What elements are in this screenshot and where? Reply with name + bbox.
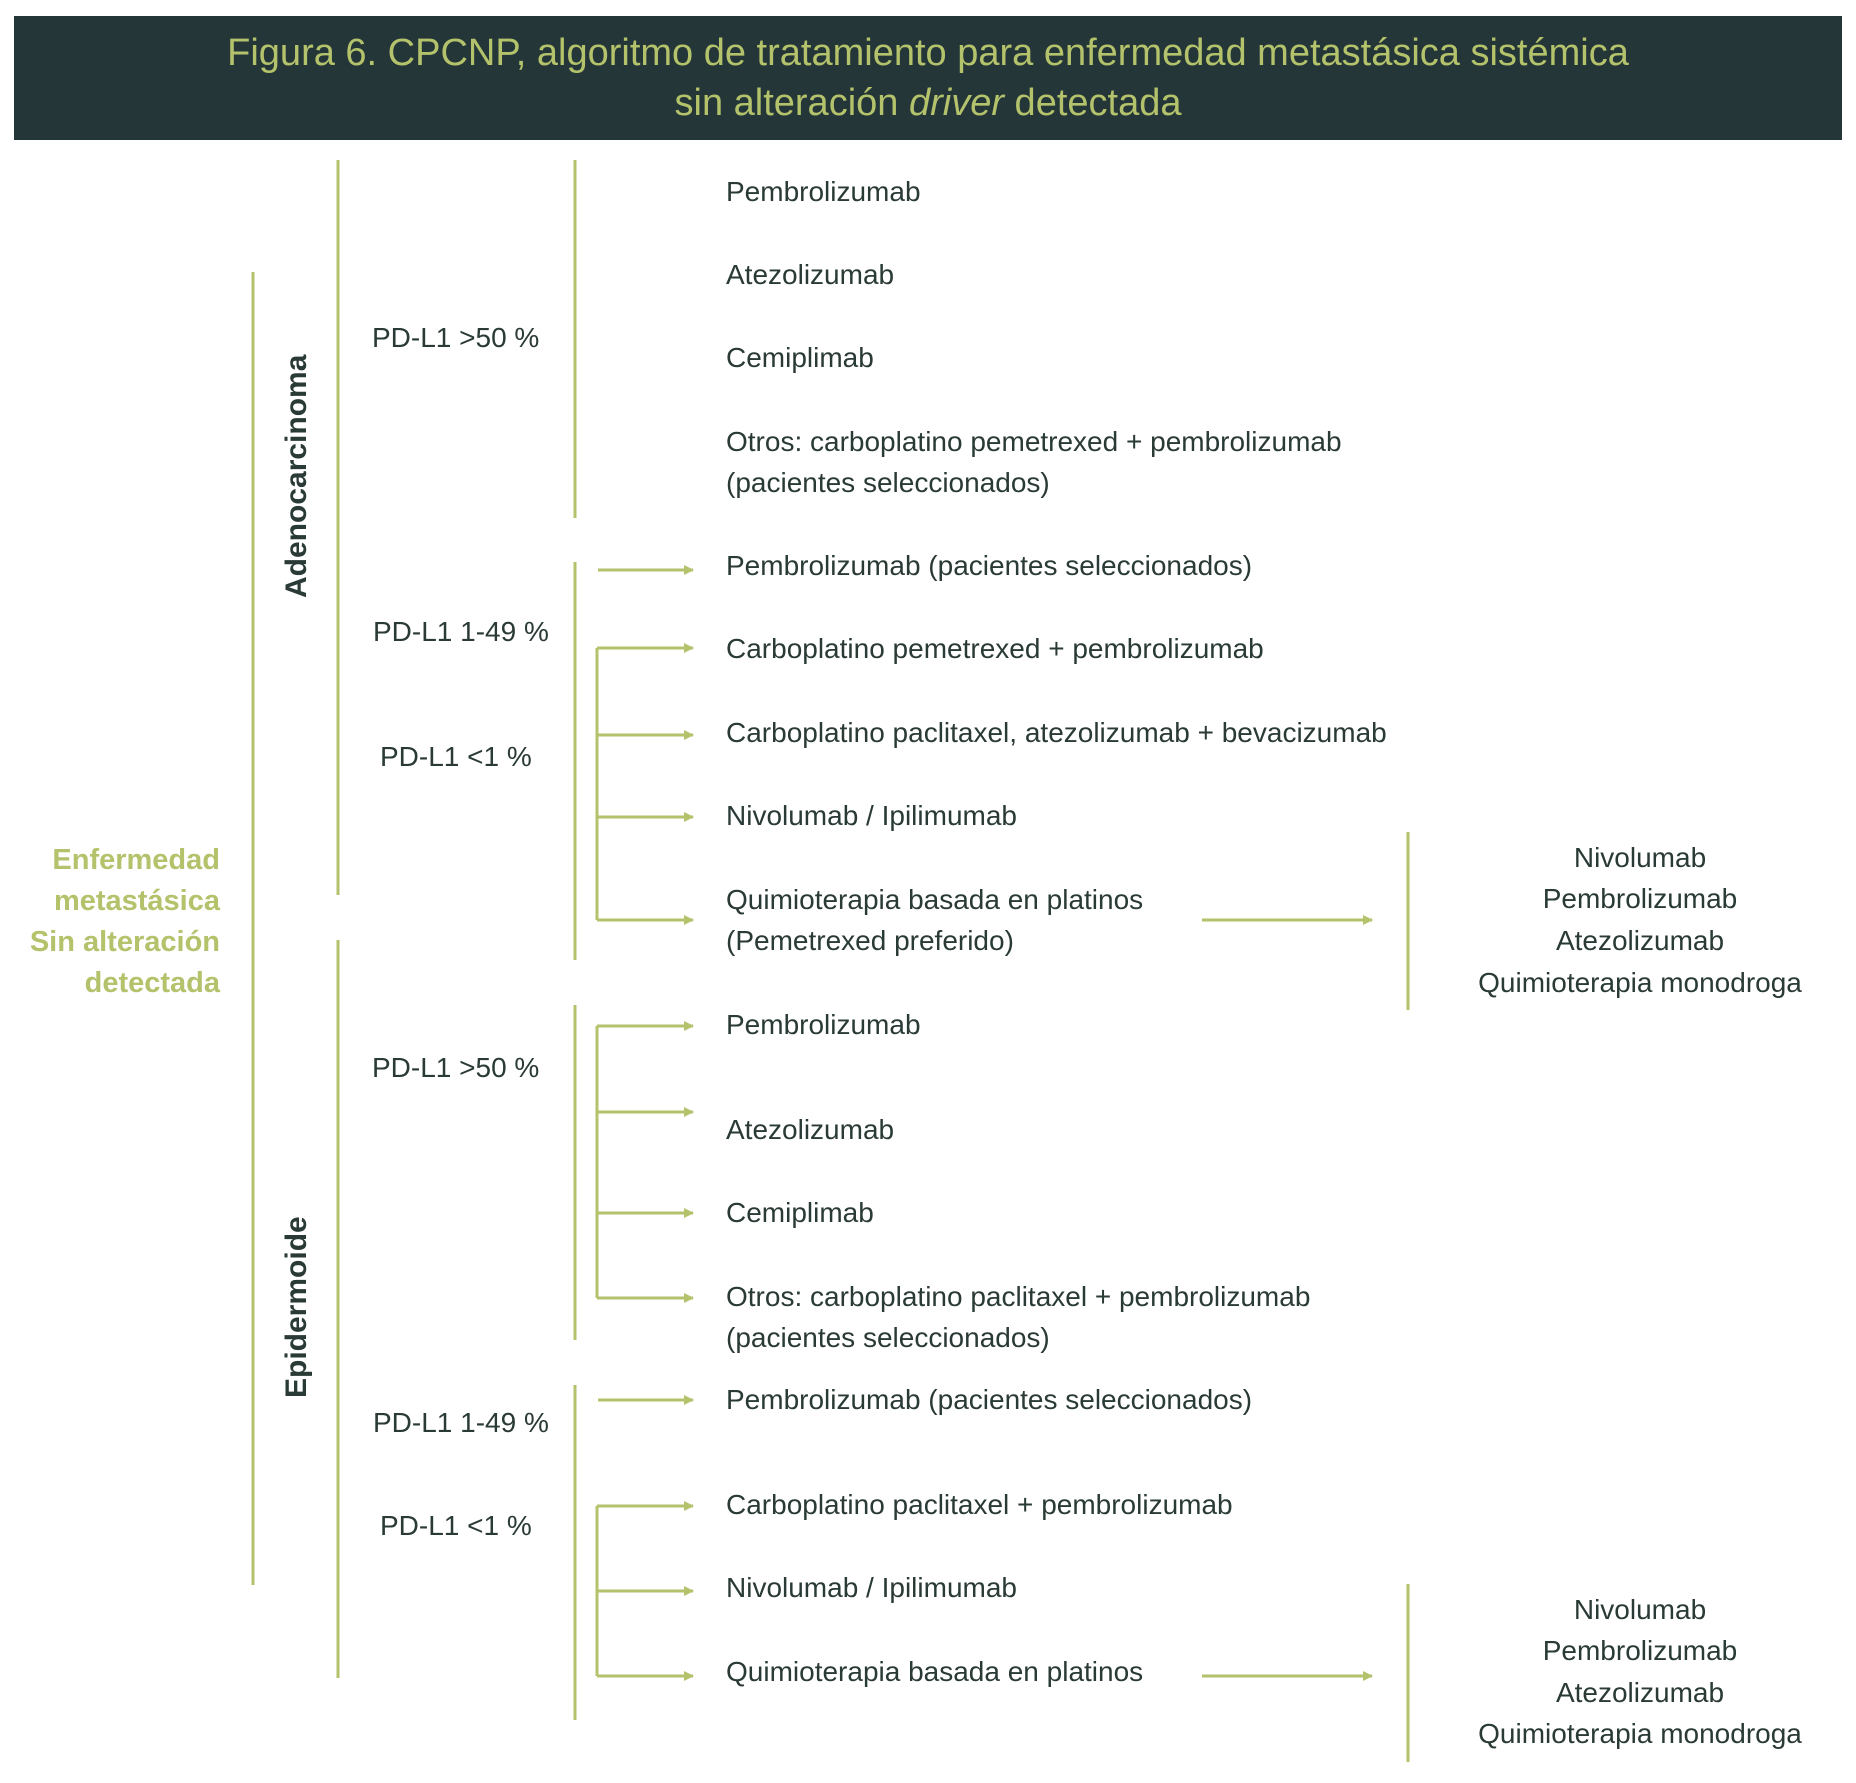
treatment-e-high-4b: (pacientes seleccionados) (726, 1322, 1050, 1353)
treatment-e-high-2: Atezolizumab (726, 1114, 895, 1145)
treatment-a-high-3: Cemiplimab (726, 342, 874, 373)
treatment-a-high-4b: (pacientes seleccionados) (726, 467, 1050, 498)
treatment-a-mid-1: Pembrolizumab (pacientes seleccionados) (726, 550, 1253, 581)
pdl1-epi-mid: PD-L1 1-49 % (373, 1407, 549, 1438)
root-label: Enfermedad metastásica Sin alteración de… (10, 840, 220, 1004)
pdl1-adeno-low: PD-L1 <1 % (380, 741, 532, 772)
treatment-a-low-1: Carboplatino pemetrexed + pembrolizumab (726, 633, 1264, 664)
title-line-2: sin alteración driver detectada (14, 78, 1842, 128)
treatment-e-high-1: Pembrolizumab (726, 1009, 921, 1040)
second-line-e-3: Atezolizumab (1555, 1677, 1725, 1708)
pdl1-epi-low: PD-L1 <1 % (380, 1510, 532, 1541)
treatment-e-high-4a: Otros: carboplatino paclitaxel + pembrol… (726, 1281, 1311, 1312)
pdl1-adeno-high: PD-L1 >50 % (372, 322, 540, 353)
root-line-3: Sin alteración (29, 926, 220, 958)
treatment-e-low-1: Carboplatino paclitaxel + pembrolizumab (726, 1489, 1233, 1520)
treatment-a-low-4a: Quimioterapia basada en platinos (726, 884, 1144, 915)
root-line-4: detectada (84, 967, 220, 999)
title-line-2-pre: sin alteración (674, 82, 909, 124)
treatment-a-low-3: Nivolumab / Ipilimumab (726, 800, 1017, 831)
second-line-a-3: Atezolizumab (1555, 925, 1725, 956)
second-line-e-1: Nivolumab (1573, 1594, 1707, 1625)
treatment-e-high-3: Cemiplimab (726, 1197, 874, 1228)
pdl1-epi-high: PD-L1 >50 % (372, 1052, 540, 1083)
root-line-2: metastásica (53, 885, 220, 917)
pdl1-adeno-mid: PD-L1 1-49 % (373, 616, 549, 647)
treatment-a-high-1: Pembrolizumab (726, 176, 921, 207)
title-line-2-post: detectada (1004, 82, 1182, 124)
second-line-a-1: Nivolumab (1573, 842, 1707, 873)
treatment-a-high-4a: Otros: carboplatino pemetrexed + pembrol… (726, 426, 1342, 457)
figure-title: Figura 6. CPCNP, algoritmo de tratamient… (14, 16, 1842, 140)
treatment-a-low-4b: (Pemetrexed preferido) (726, 925, 1014, 956)
root-line-1: Enfermedad (52, 844, 220, 876)
title-line-2-italic: driver (908, 82, 1004, 124)
second-line-e-4: Quimioterapia monodroga (1478, 1718, 1802, 1749)
treatment-a-low-2: Carboplatino paclitaxel, atezolizumab + … (726, 717, 1387, 748)
second-line-a-4: Quimioterapia monodroga (1478, 967, 1802, 998)
histology-adenocarcinoma: Adenocarcinoma (280, 354, 313, 598)
second-line-a-2: Pembrolizumab (1542, 883, 1738, 914)
histology-epidermoide: Epidermoide (280, 1216, 313, 1398)
treatment-e-low-2: Nivolumab / Ipilimumab (726, 1572, 1017, 1603)
title-line-1: Figura 6. CPCNP, algoritmo de tratamient… (227, 32, 1629, 74)
second-line-e-2: Pembrolizumab (1542, 1635, 1738, 1666)
treatment-e-low-3: Quimioterapia basada en platinos (726, 1656, 1144, 1687)
treatment-e-mid-1: Pembrolizumab (pacientes seleccionados) (726, 1384, 1253, 1415)
treatment-a-high-2: Atezolizumab (726, 259, 895, 290)
